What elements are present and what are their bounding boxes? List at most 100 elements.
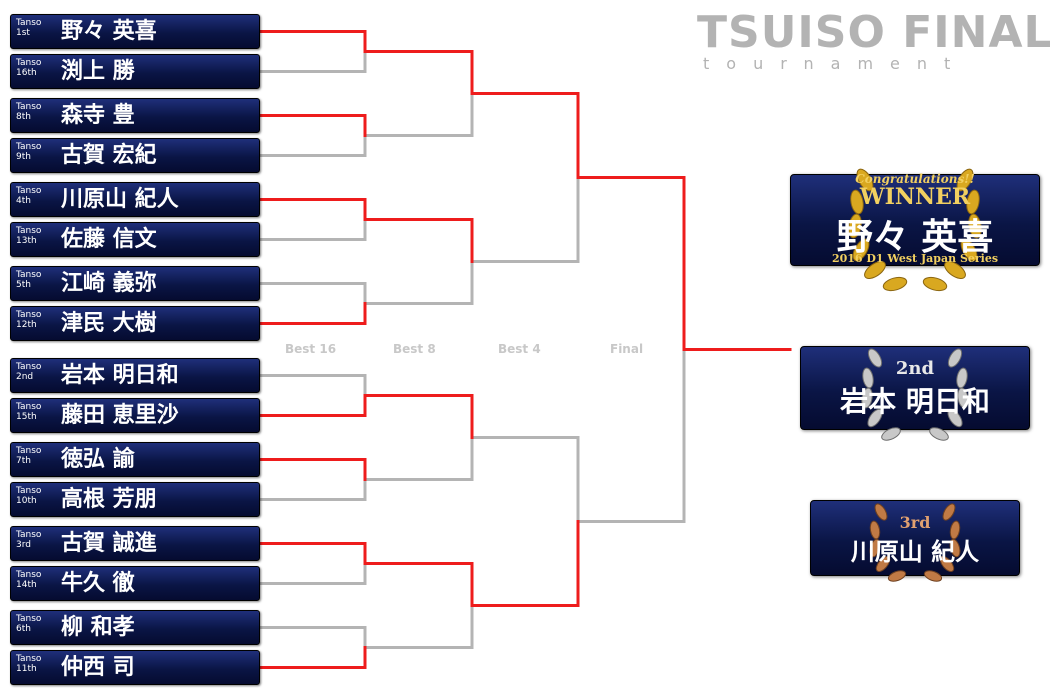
third-place-box (810, 500, 1020, 576)
player-name: 牛久 徹 (61, 571, 135, 596)
winner-label: WINNER (859, 184, 971, 210)
third-place-label: 3rd (899, 513, 931, 532)
player-name: 渕上 勝 (61, 59, 135, 84)
second-place-name: 岩本 明日和 (840, 385, 990, 418)
seed-prefix: Tanso (16, 18, 42, 28)
page-title: TSUISO FINAL (697, 7, 1050, 58)
round-label-best4: Best 4 (498, 342, 541, 356)
player-name: 古賀 宏紀 (61, 143, 157, 168)
player-name: 柳 和孝 (61, 615, 135, 640)
winner-congrats: Congratulations!! (855, 172, 975, 186)
seed-rank: 14th (16, 580, 37, 590)
laurel-wreath-bronze-icon (869, 503, 961, 582)
player-name: 徳弘 諭 (61, 447, 135, 472)
third-place-name: 川原山 紀人 (850, 538, 980, 566)
player-name: 野々 英喜 (61, 19, 157, 44)
seed-rank: 4th (16, 196, 31, 206)
round-label-best16: Best 16 (285, 342, 337, 356)
seed-rank: 16th (16, 68, 37, 78)
seed-prefix: Tanso (16, 186, 42, 196)
seed-rank: 2nd (16, 372, 34, 382)
seed-prefix: Tanso (16, 654, 42, 664)
player-name: 高根 芳朋 (61, 487, 157, 512)
round-label-best8: Best 8 (393, 342, 436, 356)
seed-prefix: Tanso (16, 402, 42, 412)
seed-rank: 15th (16, 412, 37, 422)
round-label-final: Final (610, 342, 644, 356)
player-name: 佐藤 信文 (61, 227, 157, 252)
seed-rank: 5th (16, 280, 31, 290)
seed-rank: 7th (16, 456, 31, 466)
seed-rank: 9th (16, 152, 31, 162)
winner-series: 2016 D1 West Japan Series (831, 252, 999, 265)
player-name: 森寺 豊 (61, 103, 135, 128)
seed-rank: 1st (16, 28, 30, 38)
player-name: 古賀 誠進 (61, 531, 157, 556)
second-place-label: 2nd (895, 358, 935, 379)
seed-prefix: Tanso (16, 570, 42, 580)
second-place-box (800, 346, 1030, 430)
winner-box (790, 174, 1040, 266)
seed-rank: 6th (16, 624, 31, 634)
seed-prefix: Tanso (16, 614, 42, 624)
seed-rank: 3rd (16, 540, 31, 550)
page-subtitle: tournament (703, 54, 968, 73)
seed-prefix: Tanso (16, 102, 42, 112)
seed-rank: 12th (16, 320, 37, 330)
seed-prefix: Tanso (16, 270, 42, 280)
seed-rank: 8th (16, 112, 31, 122)
seed-prefix: Tanso (16, 226, 42, 236)
seed-prefix: Tanso (16, 142, 42, 152)
player-name: 川原山 紀人 (61, 187, 179, 212)
laurel-wreath-gold-icon (848, 168, 982, 292)
player-name: 江崎 義弥 (61, 271, 157, 296)
seed-rank: 13th (16, 236, 37, 246)
seed-prefix: Tanso (16, 362, 42, 372)
seed-rank: 10th (16, 496, 37, 506)
winner-name: 野々 英喜 (836, 217, 994, 258)
player-name: 岩本 明日和 (61, 363, 179, 388)
player-name: 仲西 司 (61, 655, 135, 680)
seed-prefix: Tanso (16, 530, 42, 540)
player-name: 津民 大樹 (61, 311, 157, 336)
player-name: 藤田 恵里沙 (61, 403, 179, 428)
seed-prefix: Tanso (16, 58, 42, 68)
seed-prefix: Tanso (16, 446, 42, 456)
seed-rank: 11th (16, 664, 37, 674)
seed-prefix: Tanso (16, 310, 42, 320)
